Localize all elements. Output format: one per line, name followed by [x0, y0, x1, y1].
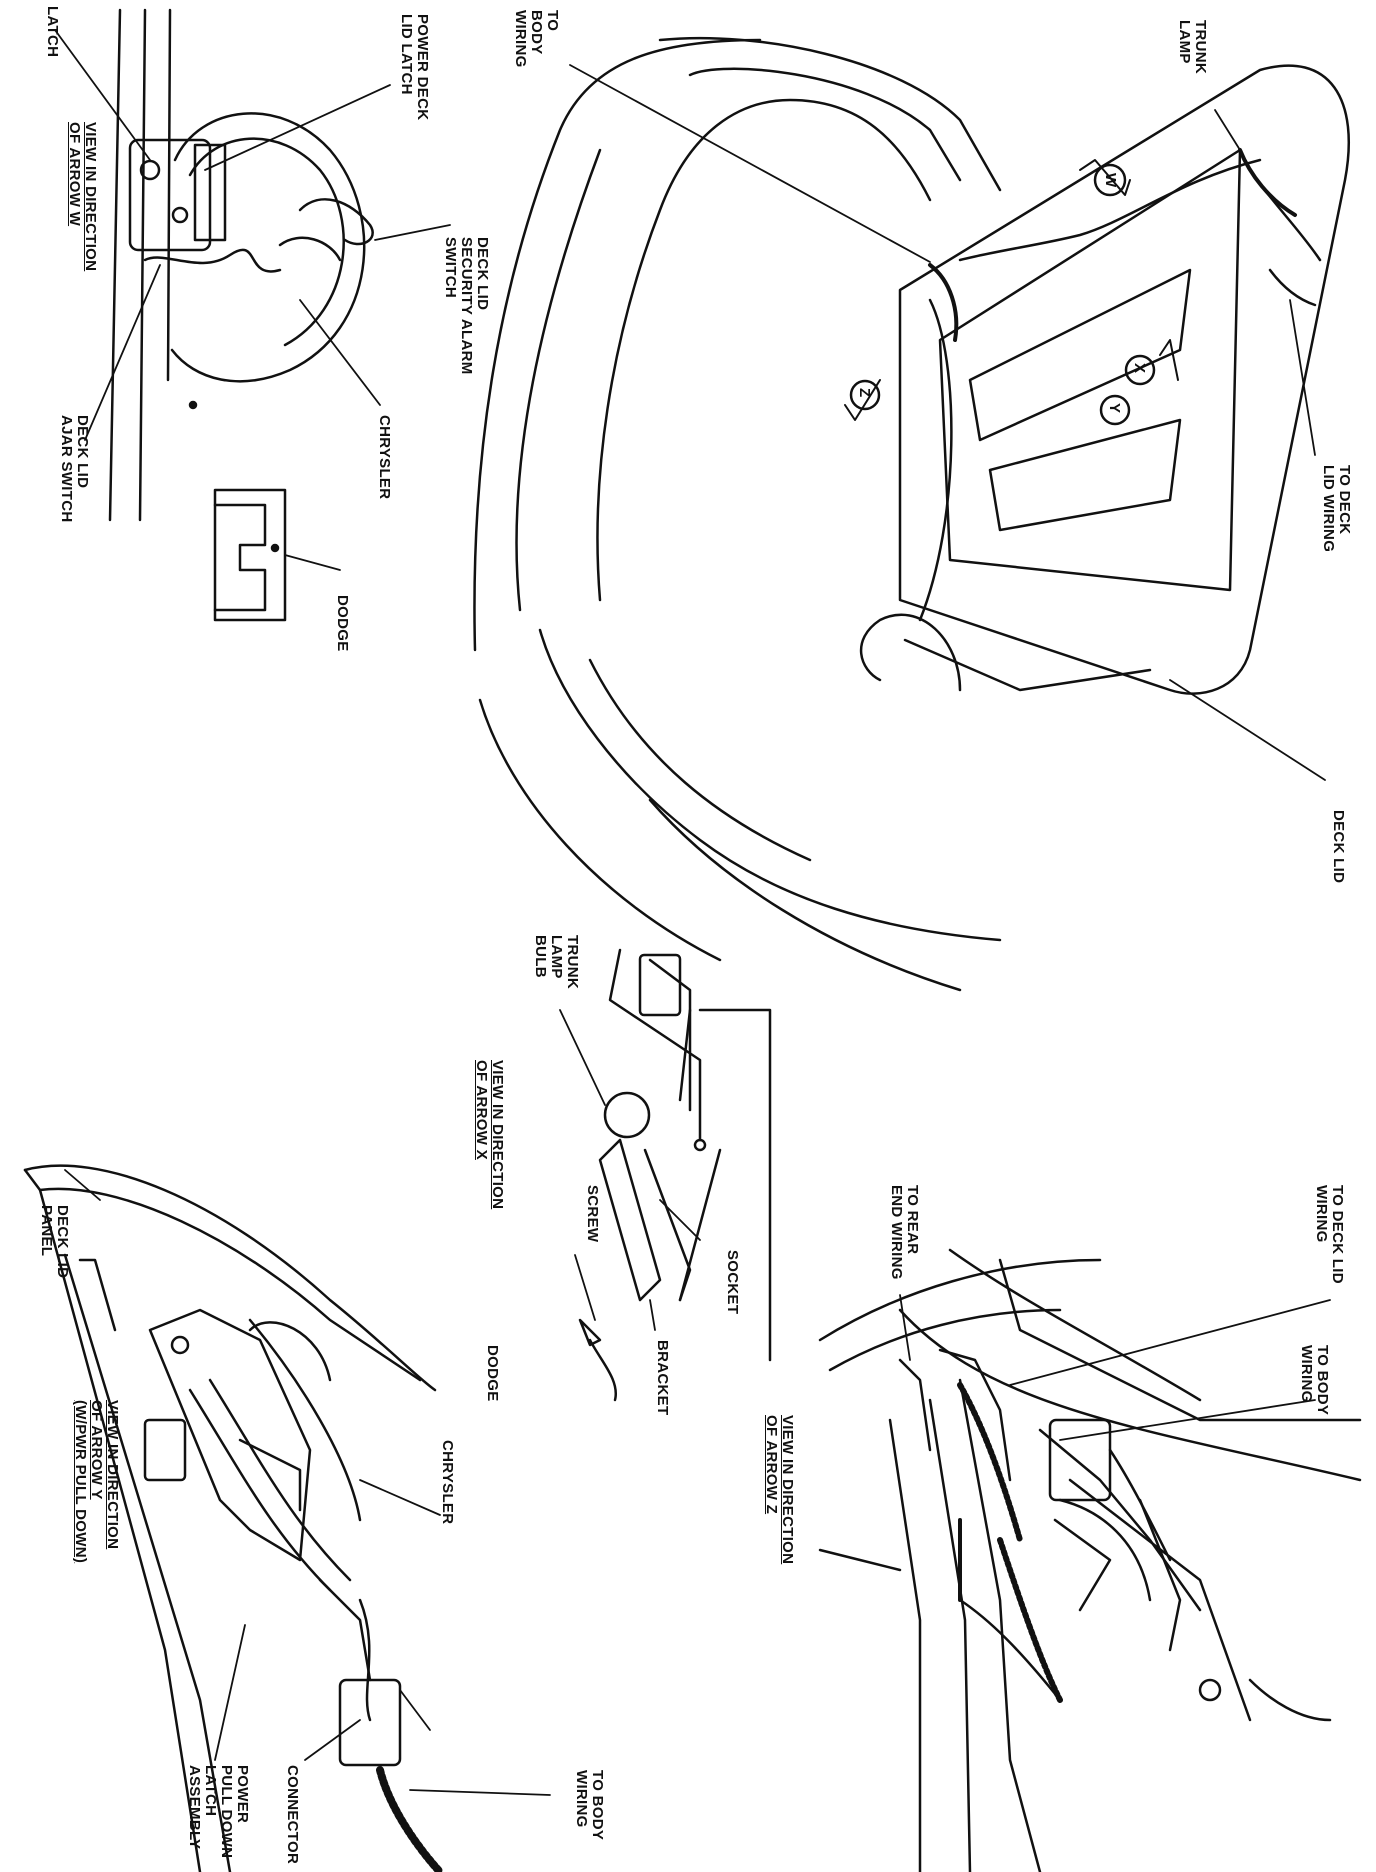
label-deck-lid-security-alarm-switch: DECK LID SECURITY ALARM SWITCH	[442, 237, 491, 375]
label-screw: SCREW	[584, 1185, 601, 1243]
view-z-illustration	[818, 1248, 1362, 1872]
caption-view-y: VIEW IN DIRECTION OF ARROW Y (W/PWR PULL…	[72, 1400, 121, 1564]
label-bracket: BRACKET	[654, 1340, 671, 1416]
caption-view-w: VIEW IN DIRECTION OF ARROW W	[66, 122, 99, 272]
label-deck-lid-ajar-switch: DECK LID AJAR SWITCH	[58, 415, 91, 523]
label-chrysler-w: CHRYSLER	[376, 415, 393, 500]
label-trunk-lamp-main: TRUNK LAMP	[1176, 20, 1209, 74]
label-to-deck-lid-wiring-main: TO DECK LID WIRING	[1320, 465, 1353, 553]
view-x-illustration	[559, 948, 772, 1402]
label-deck-lid-panel: DECK LID PANEL	[38, 1205, 71, 1279]
arrow-letter-x: X	[1131, 363, 1148, 374]
label-trunk-lamp-bulb: TRUNK LAMP BULB	[532, 935, 581, 989]
caption-view-z: VIEW IN DIRECTION OF ARROW Z	[763, 1415, 796, 1565]
view-y-illustration	[23, 1164, 551, 1872]
label-to-body-wiring-z: TO BODY WIRING	[1298, 1345, 1331, 1416]
arrow-letter-y: Y	[1106, 403, 1123, 414]
arrow-letter-z: Z	[856, 388, 873, 398]
caption-view-x: VIEW IN DIRECTION OF ARROW X	[473, 1060, 506, 1210]
label-power-deck-lid-latch: POWER DECK LID LATCH	[398, 14, 431, 121]
main-car-illustration	[473, 36, 1350, 992]
view-w-illustration	[54, 8, 451, 622]
label-dodge-y: DODGE	[484, 1345, 501, 1402]
label-to-body-wiring-main: TO BODY WIRING	[512, 10, 561, 68]
label-connector: CONNECTOR	[284, 1765, 301, 1865]
arrow-letter-w: W	[1102, 173, 1119, 188]
label-power-pull-down-latch-assembly: POWER PULL DOWN LATCH ASSEMBLY	[186, 1765, 251, 1859]
label-chrysler-y: CHRYSLER	[439, 1440, 456, 1525]
label-dodge-w: DODGE	[334, 595, 351, 652]
label-to-body-wiring-y: TO BODY WIRING	[573, 1770, 606, 1841]
label-latch: LATCH	[44, 6, 61, 58]
label-socket: SOCKET	[724, 1250, 741, 1315]
label-deck-lid-main: DECK LID	[1330, 810, 1347, 884]
label-to-rear-end-wiring: TO REAR END WIRING	[888, 1185, 921, 1280]
label-to-deck-lid-wiring-z: TO DECK LID WIRING	[1313, 1185, 1346, 1284]
